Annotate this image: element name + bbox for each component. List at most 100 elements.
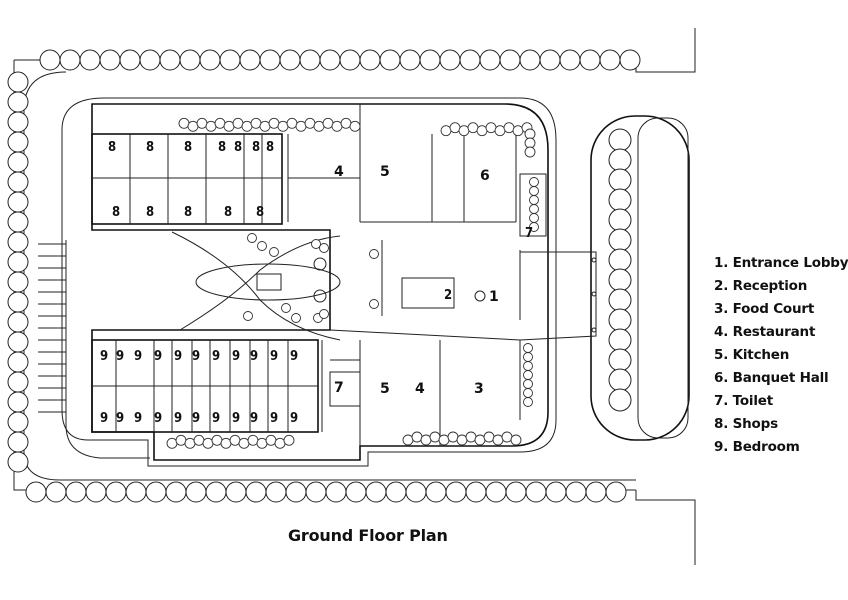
shrub-icon [494, 125, 506, 137]
shrub-icon [458, 125, 470, 137]
tree-icon [519, 49, 541, 71]
tree-icon [385, 481, 407, 503]
shrub-icon [492, 434, 504, 446]
tree-icon [125, 481, 147, 503]
shrub-icon [467, 122, 479, 134]
leader-dot-1 [591, 257, 597, 263]
label-banquet-hall: 6 [480, 168, 490, 184]
shrub-icon [274, 437, 286, 449]
tree-icon [205, 481, 227, 503]
tree-icon [7, 211, 29, 233]
tree-row-left [7, 71, 29, 473]
shrub-icon [178, 117, 190, 129]
label-shop: 8 [146, 205, 154, 220]
shrub-icon [465, 431, 477, 443]
tree-row-top [39, 49, 641, 71]
label-shop: 8 [234, 140, 242, 155]
tree-icon [199, 49, 221, 71]
label-bedroom: 9 [100, 349, 108, 364]
legend-item-shops: 8. Shops [714, 416, 778, 432]
shrub-icon [523, 388, 533, 398]
tree-icon [119, 49, 141, 71]
shrub-icon [512, 125, 524, 137]
tree-icon [7, 231, 29, 253]
shrub-icon [420, 434, 432, 446]
label-shop: 8 [256, 205, 264, 220]
tree-row-right-island [608, 128, 632, 412]
building-outline [91, 103, 549, 461]
label-shop: 8 [266, 140, 274, 155]
shrub-icon [247, 434, 259, 446]
label-bedroom: 9 [270, 349, 278, 364]
shrub-icon [238, 437, 250, 449]
label-bedroom: 9 [212, 349, 220, 364]
legend-item-restaurant: 4. Restaurant [714, 324, 816, 340]
label-bedroom: 9 [154, 411, 162, 426]
shrub-icon [259, 120, 271, 132]
plan-caption: Ground Floor Plan [288, 526, 448, 545]
label-bedroom: 9 [174, 349, 182, 364]
tree-icon [608, 228, 632, 252]
leader-dot-3 [591, 327, 597, 333]
label-bedroom: 9 [192, 349, 200, 364]
tree-icon [7, 71, 29, 93]
shrub-icon [193, 434, 205, 446]
legend: 1. Entrance Lobby 2. Reception 3. Food C… [714, 252, 848, 459]
tree-icon [159, 49, 181, 71]
shrub-icon [283, 434, 295, 446]
label-shop: 8 [108, 140, 116, 155]
label-bedroom: 9 [250, 411, 258, 426]
shrub-icon [523, 352, 533, 362]
tree-icon [7, 331, 29, 353]
legend-item-entrance-lobby: 1. Entrance Lobby [714, 255, 848, 271]
tree-icon [445, 481, 467, 503]
shrub-icon [196, 117, 208, 129]
label-bedroom: 9 [290, 411, 298, 426]
label-shop: 8 [112, 205, 120, 220]
tree-icon [279, 49, 301, 71]
tree-row-bottom [25, 481, 627, 503]
tree-icon [565, 481, 587, 503]
shrub-icon [438, 434, 450, 446]
tree-icon [45, 481, 67, 503]
tree-icon [365, 481, 387, 503]
shrub-icon [214, 117, 226, 129]
tree-icon [99, 49, 121, 71]
tree-icon [59, 49, 81, 71]
shrub-icon [529, 177, 539, 187]
tree-icon [419, 49, 441, 71]
shrub-icon [523, 397, 533, 407]
legend-item-reception: 2. Reception [714, 278, 808, 294]
tree-icon [79, 49, 101, 71]
shrub-icon [202, 437, 214, 449]
shrub-icon [402, 434, 414, 446]
shrub-icon [250, 117, 262, 129]
shrub-icon [184, 437, 196, 449]
label-toilet-top: 7 [525, 226, 533, 241]
tree-icon [459, 49, 481, 71]
shrub-icon [223, 120, 235, 132]
shrub-icon [340, 117, 352, 129]
label-bedroom: 9 [100, 411, 108, 426]
tree-icon [545, 481, 567, 503]
tree-icon [225, 481, 247, 503]
building-outer-border [61, 97, 557, 467]
tree-icon [7, 371, 29, 393]
shrub-icon [205, 120, 217, 132]
shop-block-top [91, 133, 283, 225]
label-bedroom: 9 [270, 411, 278, 426]
shrub-icon [268, 117, 280, 129]
label-bedroom: 9 [250, 349, 258, 364]
label-shop: 8 [184, 205, 192, 220]
shrub-icon [241, 120, 253, 132]
tree-icon [608, 168, 632, 192]
tree-icon [599, 49, 621, 71]
tree-icon [379, 49, 401, 71]
shrub-icon [319, 309, 329, 319]
shrub-icon [449, 122, 461, 134]
tree-icon [7, 251, 29, 273]
tree-icon [7, 171, 29, 193]
tree-icon [7, 311, 29, 333]
label-shop: 8 [218, 140, 226, 155]
tree-icon [259, 49, 281, 71]
